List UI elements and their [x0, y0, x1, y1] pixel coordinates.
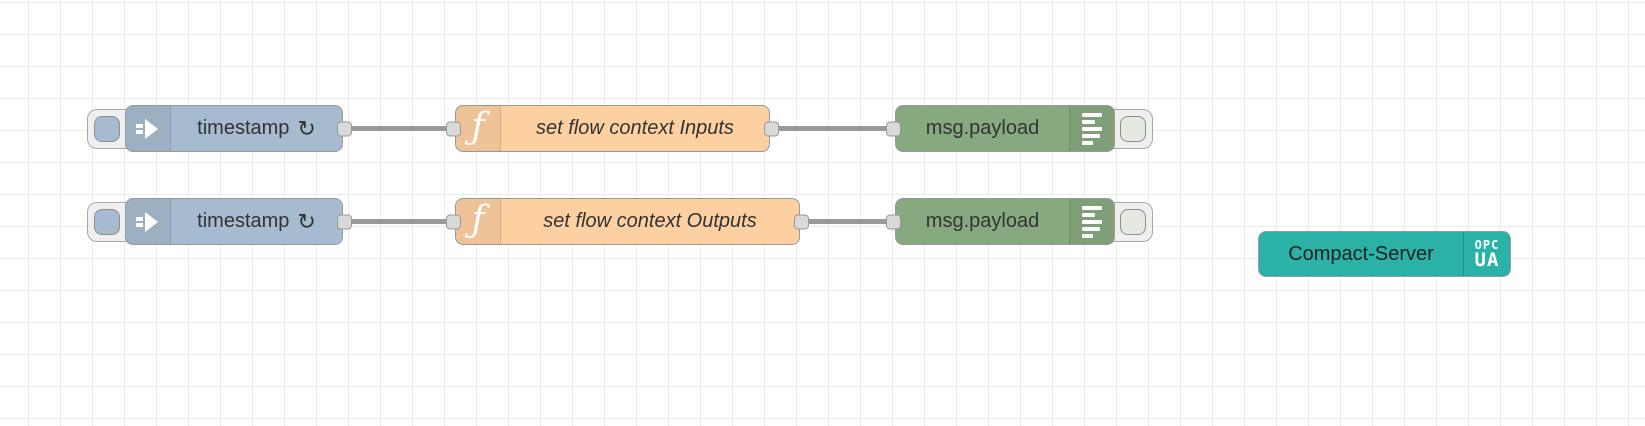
function-icon-area: ƒ [456, 199, 501, 244]
debug-icon-area [1069, 106, 1114, 151]
inject-arrow-icon [136, 118, 158, 139]
debug-icon-area [1069, 199, 1114, 244]
output-port[interactable] [764, 121, 779, 136]
debug-toggle-button[interactable] [1120, 115, 1146, 142]
node-label: set flow context Inputs [536, 117, 734, 139]
function-f-icon: ƒ [471, 198, 485, 240]
inject-icon-area [126, 106, 171, 151]
wire-function2-debug2[interactable] [806, 219, 892, 224]
debug-node-2[interactable]: msg.payload [886, 198, 1153, 245]
function-node-1[interactable]: ƒ set flow context Inputs [446, 105, 779, 152]
node-label: msg.payload [925, 210, 1040, 232]
inject-node-2[interactable]: timestamp ↻ [87, 198, 352, 245]
inject-node-1[interactable]: timestamp ↻ [87, 105, 352, 152]
wire-function1-debug1[interactable] [774, 126, 892, 131]
output-port[interactable] [794, 214, 809, 229]
node-label: Compact-Server [1288, 242, 1434, 265]
debug-lines-icon [1082, 205, 1102, 238]
output-port[interactable] [337, 121, 352, 136]
function-f-icon: ƒ [471, 105, 485, 147]
repeat-icon: ↻ [297, 115, 316, 141]
node-label: timestamp ↻ [197, 115, 316, 141]
wire-inject1-function1[interactable] [348, 126, 454, 131]
opc-ua-icon: OPC UA [1463, 232, 1510, 276]
inject-icon-area [126, 199, 171, 244]
opcua-compact-server-node[interactable]: Compact-Server OPC UA [1258, 231, 1511, 277]
debug-lines-icon [1082, 112, 1102, 145]
output-port[interactable] [337, 214, 352, 229]
function-node-2[interactable]: ƒ set flow context Outputs [446, 198, 809, 245]
debug-node-1[interactable]: msg.payload [886, 105, 1153, 152]
inject-arrow-icon [136, 211, 158, 232]
inject-button[interactable] [94, 115, 120, 142]
wire-inject2-function2[interactable] [348, 219, 454, 224]
input-port[interactable] [446, 214, 461, 229]
input-port[interactable] [886, 121, 901, 136]
repeat-icon: ↻ [297, 208, 316, 234]
node-label: msg.payload [925, 117, 1040, 139]
input-port[interactable] [446, 121, 461, 136]
inject-button[interactable] [94, 208, 120, 235]
debug-toggle-button[interactable] [1120, 208, 1146, 235]
node-label: set flow context Outputs [543, 210, 757, 232]
node-label: timestamp ↻ [197, 208, 316, 234]
function-icon-area: ƒ [456, 106, 501, 151]
input-port[interactable] [886, 214, 901, 229]
